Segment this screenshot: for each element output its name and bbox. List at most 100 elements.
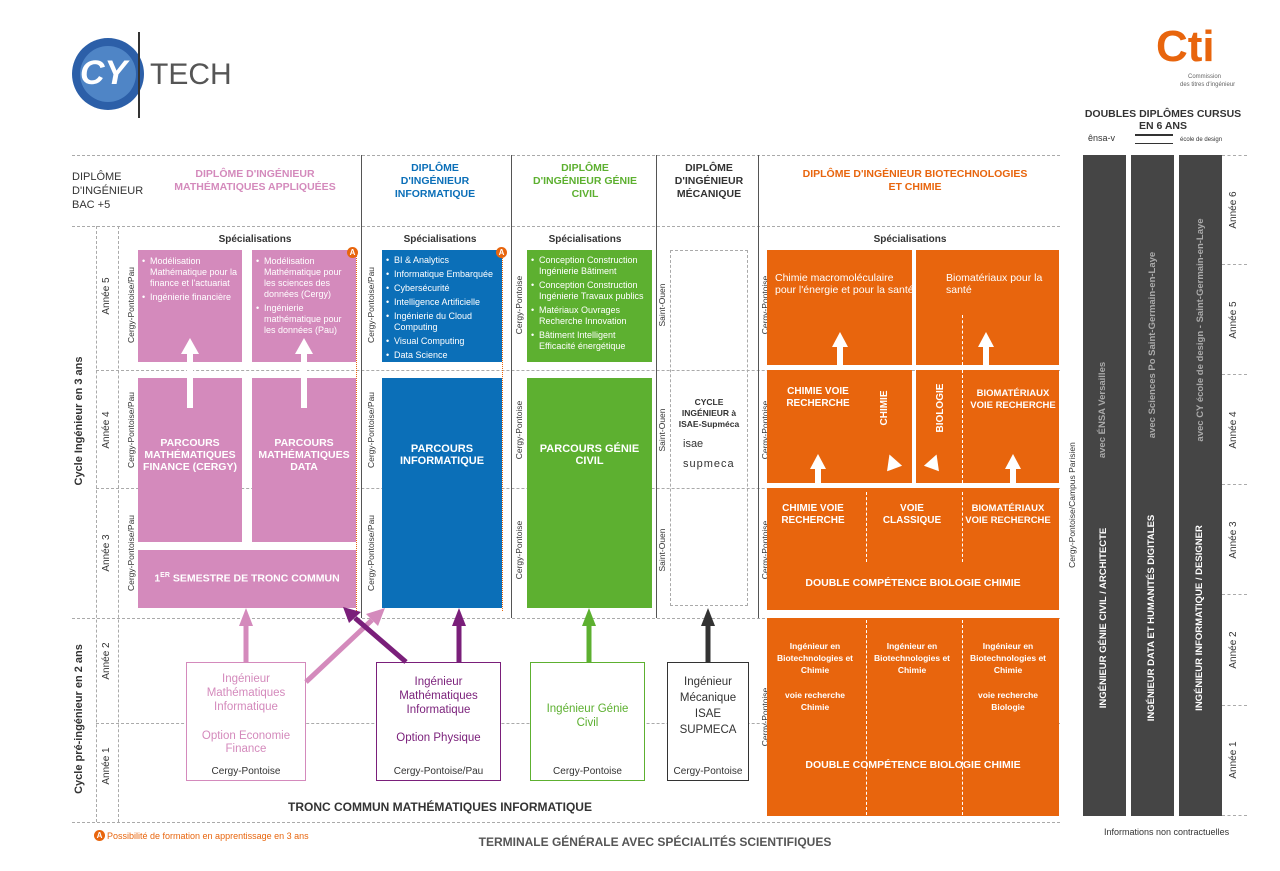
col-divider-4 xyxy=(758,155,759,618)
right-grid-line-a2 xyxy=(1222,594,1247,595)
pre-meca-title: Ingénieur Mécanique ISAE SUPMECA xyxy=(679,676,737,736)
maths-spec2-list: Modélisation Mathématique pour les scien… xyxy=(256,256,352,336)
apprentissage-badge-maths: A xyxy=(347,247,358,258)
double-3-top: avec CY école de design - Saint-Germain-… xyxy=(1195,218,1206,442)
spec-item: Data Science xyxy=(386,350,498,361)
gc-parcours-label: PARCOURS GÉNIE CIVIL xyxy=(539,443,640,467)
maths-spec-data: Modélisation Mathématique pour les scien… xyxy=(252,250,356,362)
col-divider-3 xyxy=(656,155,657,618)
logo-tech-text: TECH xyxy=(150,58,232,91)
tronc-ordinal: 1 xyxy=(154,572,161,585)
arrow-maths-up xyxy=(239,608,253,662)
header-meca: DIPLÔME D'INGÉNIEUR MÉCANIQUE xyxy=(674,162,744,200)
right-grid-line-a1 xyxy=(1222,705,1247,706)
arrow-phys-to-maths xyxy=(343,607,408,664)
header-maths: DIPLÔME D'INGÉNIEUR MATHÉMATIQUES APPLIQ… xyxy=(174,168,336,193)
gc-spec-box: Conception Construction Ingénierie Bâtim… xyxy=(527,250,652,362)
bio-pre-3: Ingénieur en Biotechnologies et Chimie xyxy=(969,641,1047,675)
right-year-2: Année 2 xyxy=(1228,631,1239,669)
cycle-col-divider xyxy=(96,226,97,822)
double-1-bottom: INGÉNIEUR GÉNIE CIVIL / ARCHITECTE xyxy=(1098,527,1109,709)
spec-item: BI & Analytics xyxy=(386,255,498,266)
bio-dash-pre-1 xyxy=(866,620,867,815)
gc-parcours-box xyxy=(527,378,652,608)
pre-gc-campus: Cergy-Pontoise xyxy=(553,766,622,777)
bio-arrow-a4-1-stem xyxy=(815,468,821,484)
spec-item: Modélisation Mathématique pour la financ… xyxy=(142,256,238,289)
grid-line-cycle-split xyxy=(72,618,1060,619)
pre-gc-box xyxy=(530,662,645,781)
bio-a3-biomat: BIOMATÉRIAUX VOIE RECHERCHE xyxy=(965,503,1051,526)
spec-item: Ingénierie mathématique pour les données… xyxy=(256,303,352,336)
col-divider-1 xyxy=(361,155,362,618)
info-spec-list: BI & AnalyticsInformatique EmbarquéeCybe… xyxy=(386,255,498,361)
col-divider-2 xyxy=(511,155,512,618)
meca-cycle-box xyxy=(670,250,748,606)
bio-pre-1: Ingénieur en Biotechnologies et Chimie xyxy=(776,641,854,675)
ensa-logo: ênsa-v xyxy=(1088,133,1116,143)
right-grid-line-a6 xyxy=(1222,155,1247,156)
arrow-maths-to-info xyxy=(304,608,385,684)
maths-parcours-data-label: PARCOURS MATHÉMATIQUES DATA xyxy=(258,437,350,473)
pre-maths-title: Ingénieur Mathématiques Informatique xyxy=(206,673,286,713)
right-grid-line-end xyxy=(1222,815,1247,816)
spec-item: Visual Computing xyxy=(386,336,498,347)
grid-line-header-bottom xyxy=(72,226,1060,227)
spec-item: Matériaux Ouvrages Recherche Innovation xyxy=(531,305,648,327)
tronc-commun-footer: TRONC COMMUN MATHÉMATIQUES INFORMATIQUE xyxy=(288,800,592,814)
pre-maths-campus: Cergy-Pontoise xyxy=(211,766,281,777)
bio-a3-box xyxy=(767,488,1059,610)
info-parcours-box xyxy=(382,378,502,608)
pre-meca-box xyxy=(667,662,749,781)
grid-line-top xyxy=(72,155,1060,156)
cy-tech-logo: CY TECH xyxy=(68,28,248,120)
spec-label-bio: Spécialisations xyxy=(873,234,947,245)
grid-line-a4 xyxy=(96,370,1060,371)
bio-spec-chimie-label: Chimie macromoléculaire pour l'énergie e… xyxy=(775,272,914,296)
pre-maths-box xyxy=(186,662,306,781)
maths-arrow-2-icon xyxy=(295,338,313,354)
bio-dash-a5 xyxy=(962,315,963,365)
right-year-5: Année 5 xyxy=(1228,301,1239,339)
supmeca-logo: supmeca xyxy=(683,458,735,470)
tronc-ordinal-suffix: ER xyxy=(160,572,170,579)
bio-a4-chimie-voie: CHIMIE VOIE RECHERCHE xyxy=(786,386,850,409)
spec-item: Conception Construction Ingénierie Trava… xyxy=(531,280,648,302)
right-grid-line-a4 xyxy=(1222,374,1247,375)
apprentissage-line-maths xyxy=(356,255,357,611)
bio-arrow-a5-1-stem xyxy=(837,346,843,366)
right-year-3: Année 3 xyxy=(1228,521,1239,559)
info-spec-box: BI & AnalyticsInformatique EmbarquéeCybe… xyxy=(382,250,502,362)
bio-pre-box xyxy=(767,618,1059,816)
year-col-divider xyxy=(118,226,119,822)
double-diplome-architecte xyxy=(1083,155,1126,816)
maths-parcours-finance-label: PARCOURS MATHÉMATIQUES FINANCE (CERGY) xyxy=(143,437,237,473)
pre-gc-title: Ingénieur Génie Civil xyxy=(546,703,629,729)
arrow-gc-up xyxy=(582,608,596,662)
header-doubles: DOUBLES DIPLÔMES CURSUS EN 6 ANS xyxy=(1084,108,1242,132)
maths-arrow-1-icon xyxy=(181,338,199,354)
grid-line-bottom xyxy=(72,822,1060,823)
spec-label-maths: Spécialisations xyxy=(218,234,292,245)
bio-a4-chimie-group xyxy=(767,370,912,483)
bio-dash-a3-1 xyxy=(866,492,867,562)
spec-item: Ingénierie financière xyxy=(142,292,238,303)
double-diplome-data xyxy=(1131,155,1174,816)
cy-logo-icon xyxy=(72,38,144,110)
spec-item: Conception Construction Ingénierie Bâtim… xyxy=(531,255,648,277)
bio-pre-3b: voie recherche Biologie xyxy=(977,690,1038,712)
bio-pre-2: Ingénieur en Biotechnologies et Chimie xyxy=(873,641,951,675)
maths-arrow-2-stem xyxy=(301,352,307,408)
pre-maths-option: Option Economie Finance xyxy=(201,730,291,755)
maths-spec1-list: Modélisation Mathématique pour la financ… xyxy=(142,256,238,303)
info-parcours-label: PARCOURS INFORMATIQUE xyxy=(399,443,485,467)
right-year-4: Année 4 xyxy=(1228,411,1239,449)
bio-spec-biomat-label: Biomatériaux pour la santé xyxy=(946,272,1043,296)
bio-double-competence: DOUBLE COMPÉTENCE BIOLOGIE CHIMIE xyxy=(805,577,1021,589)
maths-tronc-commun-label: 1ER SEMESTRE DE TRONC COMMUN xyxy=(138,572,356,585)
pre-phys-campus: Cergy-Pontoise/Pau xyxy=(393,766,484,777)
apprentissage-legend-text: Possibilité de formation en apprentissag… xyxy=(107,831,309,841)
apprentissage-line-info xyxy=(502,255,503,611)
pre-phys-box xyxy=(376,662,501,781)
